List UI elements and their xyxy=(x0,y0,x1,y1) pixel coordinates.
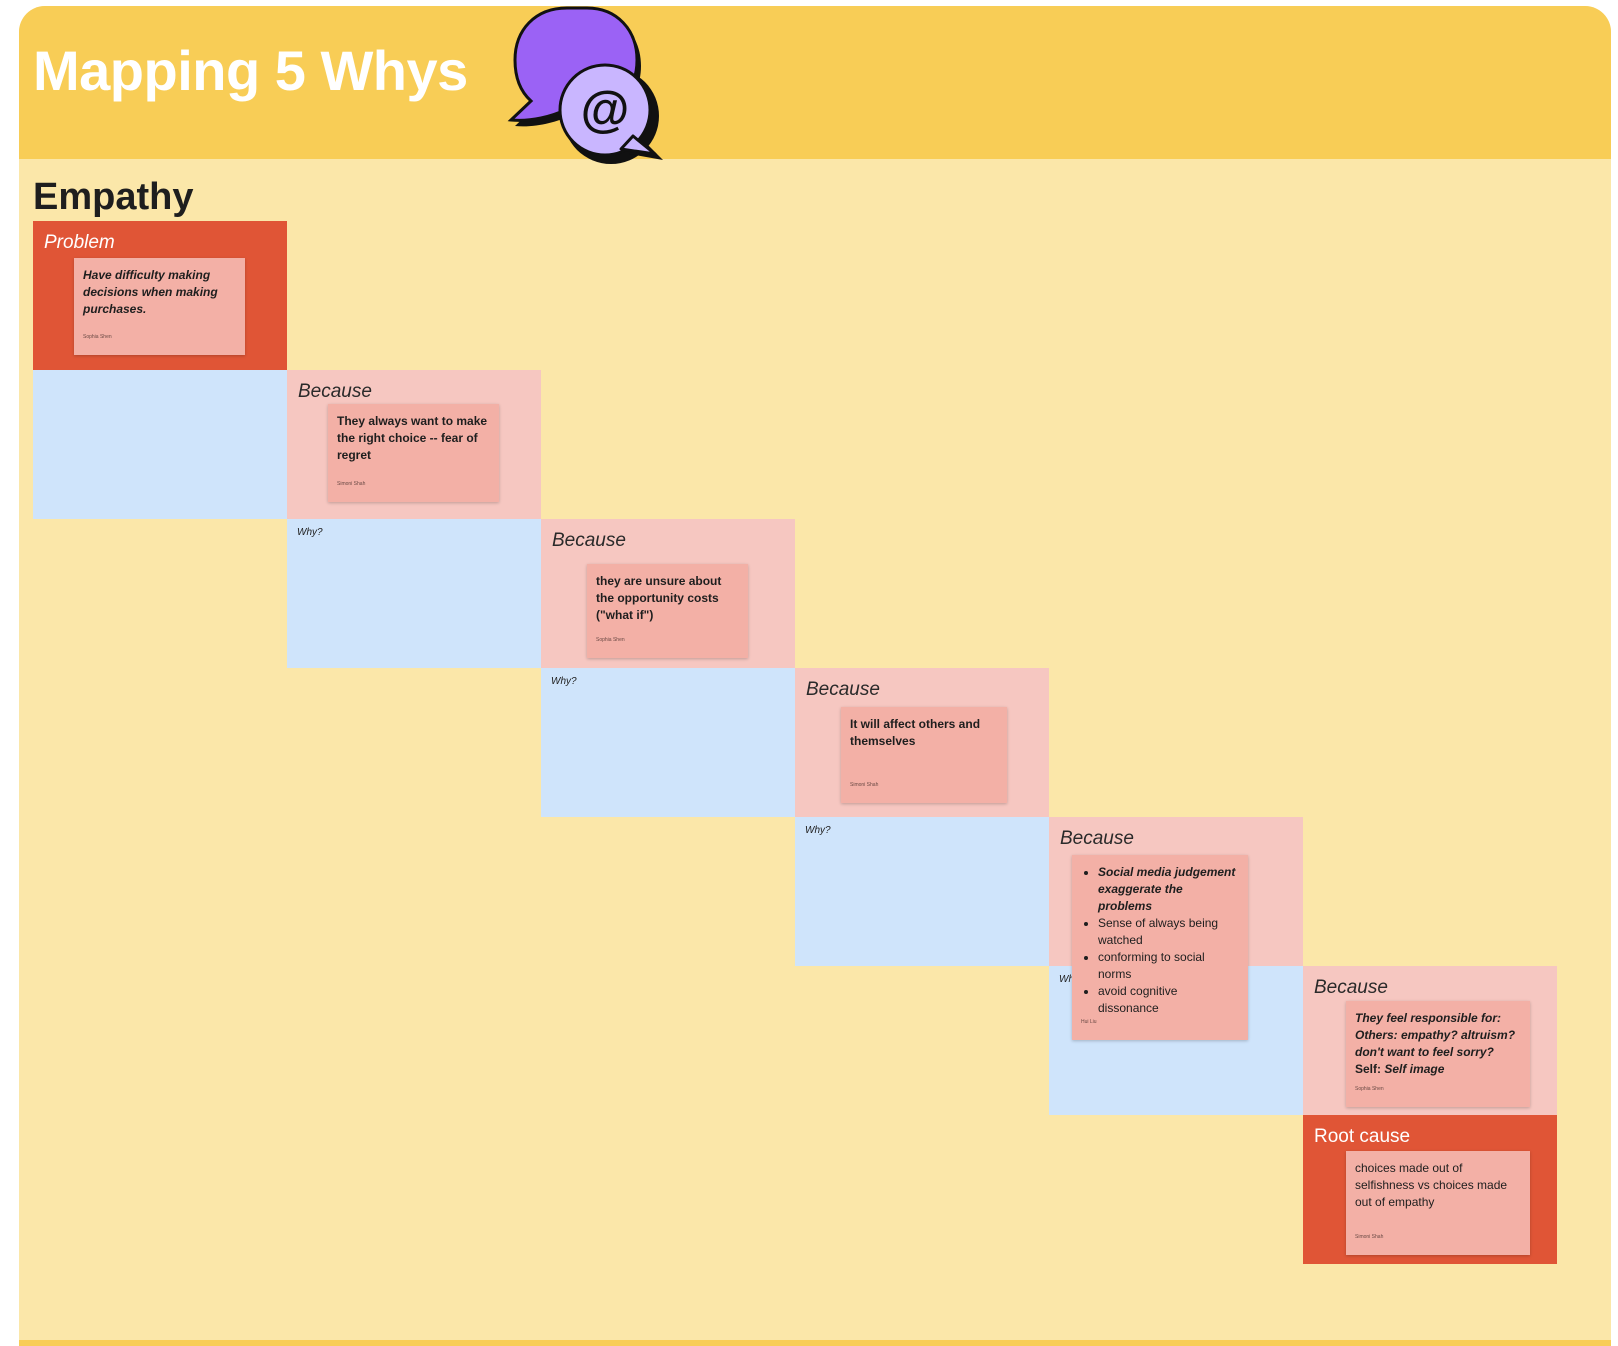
bullet-item: Sense of always being watched xyxy=(1098,915,1238,949)
sticky-note-author: Simoni Shah xyxy=(337,481,366,487)
because-sticky-note-3[interactable]: It will affect others and themselves Sim… xyxy=(841,707,1007,803)
because-sticky-note-5[interactable]: They feel responsible for: Others: empat… xyxy=(1346,1001,1530,1107)
sticky-note-text: They always want to make the right choic… xyxy=(337,414,488,462)
why-cell-4[interactable]: Why? xyxy=(795,817,1049,966)
note-line: Self: Self image xyxy=(1355,1061,1520,1078)
sticky-note-text: They feel responsible for: Others: empat… xyxy=(1355,1010,1520,1078)
sticky-note-text: Have difficulty making decisions when ma… xyxy=(83,268,218,316)
root-cause-label: Root cause xyxy=(1314,1126,1411,1147)
why-label: Why? xyxy=(297,527,323,538)
why-label: Why? xyxy=(805,825,831,836)
problem-sticky-note[interactable]: Have difficulty making decisions when ma… xyxy=(74,258,245,355)
svg-text:@: @ xyxy=(581,81,630,137)
sticky-note-author: Sophia Shen xyxy=(596,637,625,643)
page-title: Mapping 5 Whys xyxy=(33,39,468,102)
because-label: Because xyxy=(806,679,880,700)
sticky-note-text: It will affect others and themselves xyxy=(850,717,981,748)
because-sticky-note-2[interactable]: they are unsure about the opportunity co… xyxy=(587,564,748,658)
root-cause-sticky-note[interactable]: choices made out of selfishness vs choic… xyxy=(1346,1151,1530,1255)
note-line-prefix: Self: xyxy=(1355,1062,1385,1076)
bullet-item: Social media judgement exaggerate the pr… xyxy=(1098,864,1238,915)
because-label: Because xyxy=(1060,828,1134,849)
sticky-note-text: they are unsure about the opportunity co… xyxy=(596,574,722,622)
bottom-border xyxy=(19,1340,1611,1346)
sticky-note-author: Sophia Shen xyxy=(1355,1086,1384,1092)
sticky-note-text: choices made out of selfishness vs choic… xyxy=(1355,1161,1508,1209)
sticky-note-author: Simoni Shah xyxy=(1355,1234,1384,1240)
why-cell-1[interactable] xyxy=(33,370,287,519)
because-label: Because xyxy=(1314,977,1388,998)
why-cell-3[interactable]: Why? xyxy=(541,668,795,817)
because-label: Because xyxy=(298,381,372,402)
bullet-item: avoid cognitive dissonance xyxy=(1098,983,1238,1017)
why-cell-2[interactable]: Why? xyxy=(287,519,541,668)
problem-label: Problem xyxy=(44,232,115,253)
sticky-note-bullets: Social media judgement exaggerate the pr… xyxy=(1081,864,1238,1017)
because-label: Because xyxy=(552,530,626,551)
because-sticky-note-1[interactable]: They always want to make the right choic… xyxy=(328,404,499,502)
chat-bubbles-at-icon: @ xyxy=(507,6,663,164)
why-label: Why? xyxy=(551,676,577,687)
note-line-emphasis: Self image xyxy=(1384,1062,1445,1076)
note-line: Others: empathy? altruism? don't want to… xyxy=(1355,1028,1516,1059)
note-line: They feel responsible for: xyxy=(1355,1011,1502,1025)
section-title: Empathy xyxy=(33,176,194,218)
because-sticky-note-4[interactable]: Social media judgement exaggerate the pr… xyxy=(1072,855,1248,1040)
sticky-note-author: Simoni Shah xyxy=(850,782,879,788)
bullet-item: conforming to social norms xyxy=(1098,949,1238,983)
sticky-note-author: Sophia Shen xyxy=(83,334,112,340)
why-label: Why? xyxy=(1059,974,1085,985)
header-banner: Mapping 5 Whys @ xyxy=(19,6,1611,164)
whiteboard-canvas[interactable]: Mapping 5 Whys @ Empathy Problem Have di… xyxy=(19,6,1611,1346)
sticky-note-author: Hui Liu xyxy=(1081,1019,1097,1025)
